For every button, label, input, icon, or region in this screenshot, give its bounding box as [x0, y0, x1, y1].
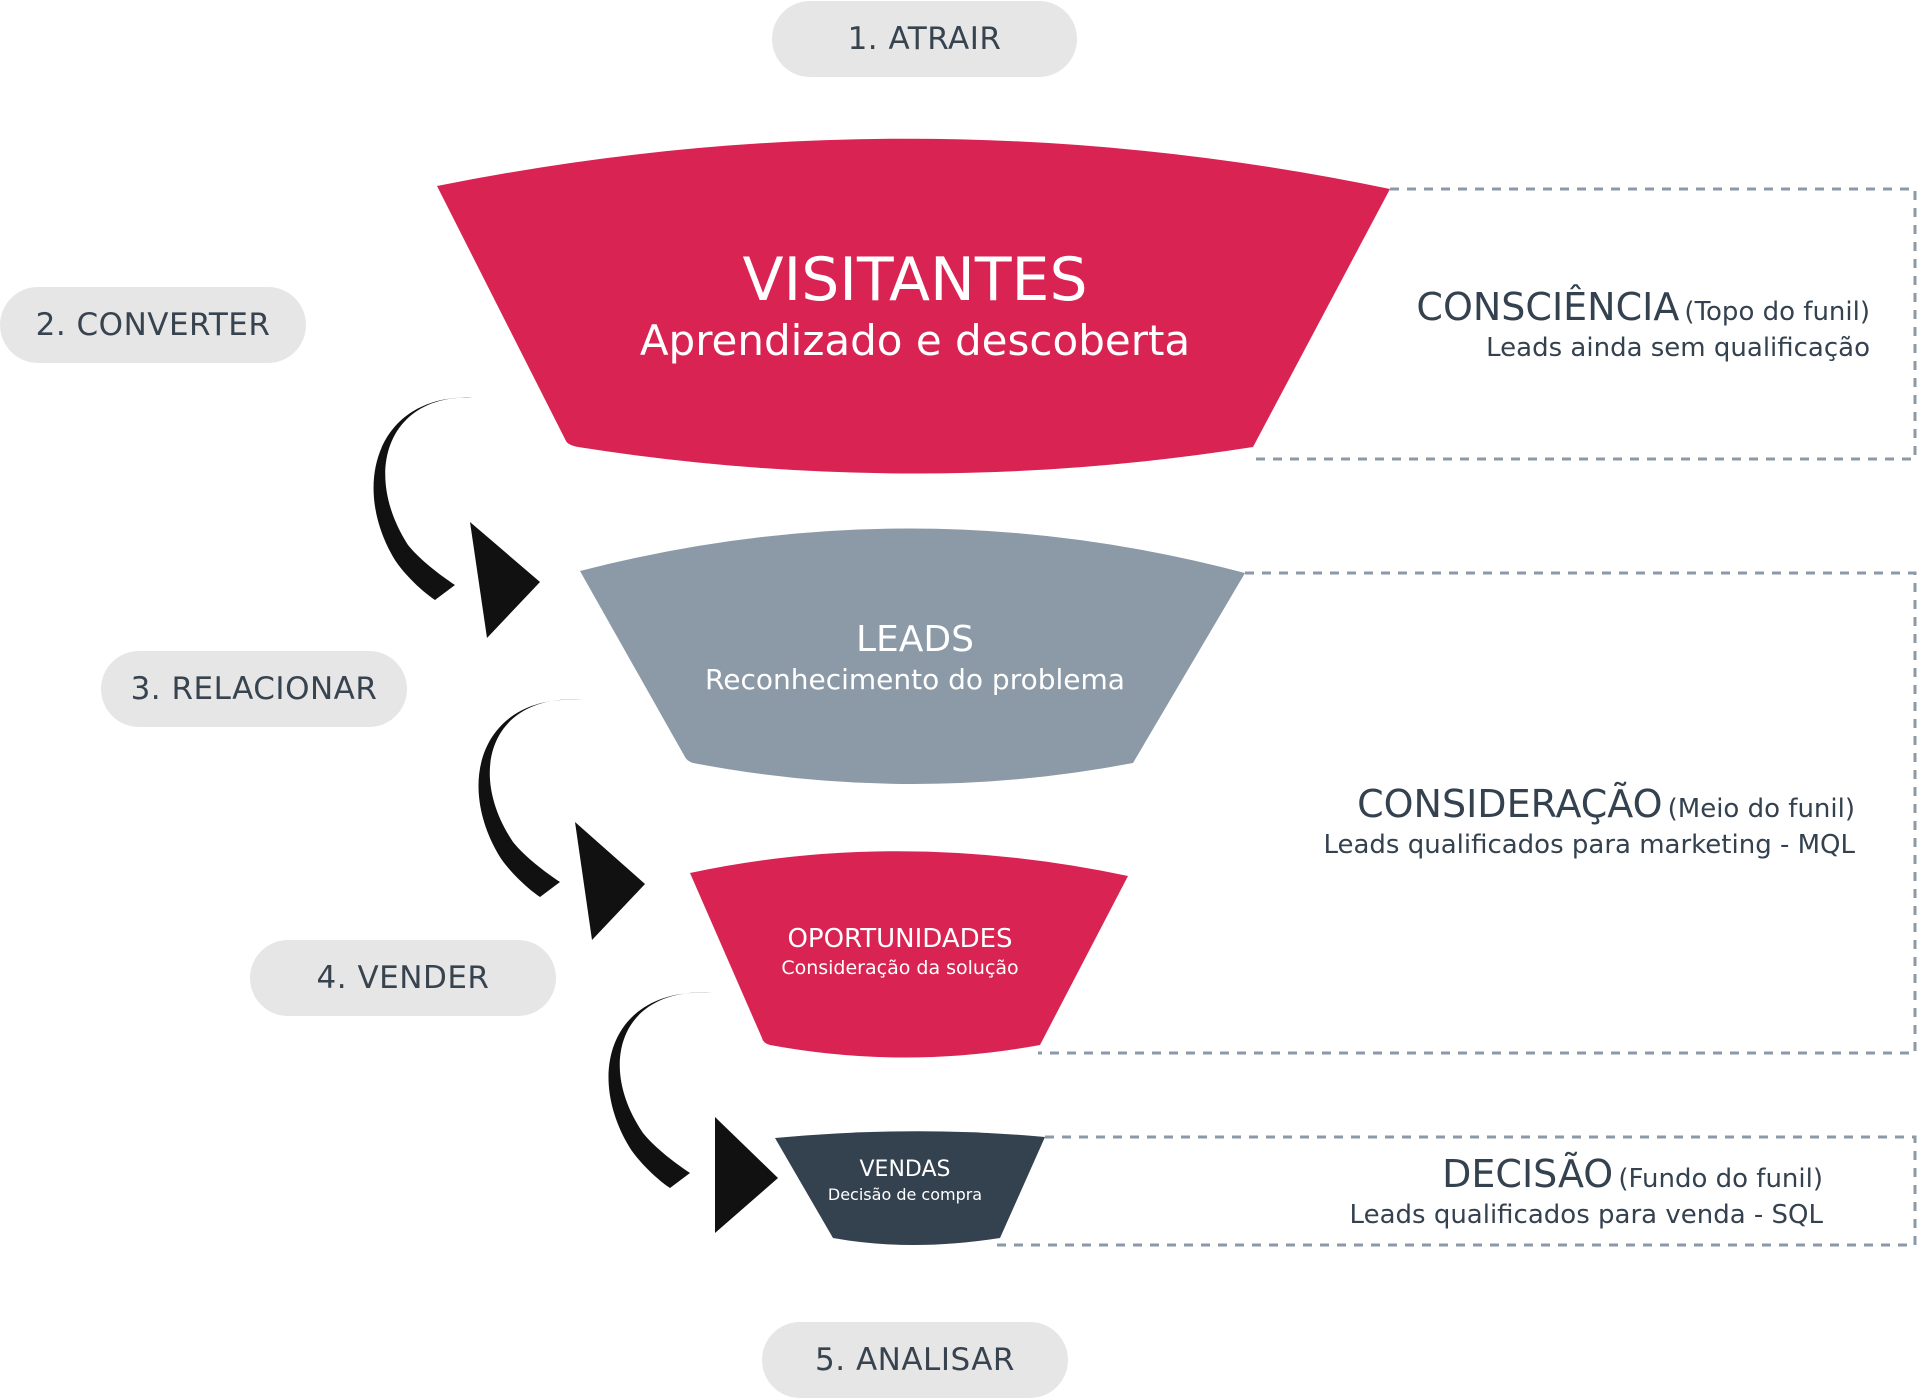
phase-name: CONSCIÊNCIA: [1416, 285, 1680, 329]
funnel-stage-oportunidades: [690, 851, 1128, 1058]
stage-title-vendas: VENDAS Decisão de compra: [800, 1156, 1010, 1206]
stage-title: VISITANTES: [742, 245, 1088, 315]
stage-subtitle: Aprendizado e descoberta: [639, 316, 1191, 365]
phase-consideracao: CONSIDERAÇÃO (Meio do funil) Leads quali…: [1200, 782, 1855, 860]
phase-paren: (Fundo do funil): [1618, 1164, 1823, 1194]
step-pill-relacionar[interactable]: 3. RELACIONAR: [101, 651, 407, 727]
step-pill-vender[interactable]: 4. VENDER: [250, 940, 556, 1016]
phase-paren: (Meio do funil): [1667, 794, 1855, 824]
bracket-consideracao: [1038, 571, 1917, 1055]
arrow-icon-2: [478, 699, 645, 940]
step-pill-analisar[interactable]: 5. ANALISAR: [762, 1322, 1068, 1398]
stage-title-leads: LEADS Reconhecimento do problema: [640, 618, 1190, 698]
phase-decisao: DECISÃO (Fundo do funil) Leads qualifica…: [1290, 1152, 1823, 1230]
step-label: 3. RELACIONAR: [130, 671, 378, 707]
stage-title-visitantes: VISITANTES Aprendizado e descoberta: [560, 245, 1270, 367]
phase-paren: (Topo do funil): [1684, 297, 1870, 327]
bracket-decisao: [990, 1135, 1917, 1247]
funnel-stage-visitantes: [437, 138, 1390, 474]
stage-title: VENDAS: [859, 1157, 951, 1182]
step-label: 1. ATRAIR: [847, 21, 1002, 57]
funnel-stage-vendas: [775, 1131, 1045, 1245]
phase-name: DECISÃO: [1442, 1152, 1614, 1196]
stage-subtitle: Reconhecimento do problema: [705, 663, 1125, 696]
step-label: 2. CONVERTER: [35, 307, 271, 343]
step-label: 4. VENDER: [316, 960, 490, 996]
phase-detail: Leads qualificados para venda - SQL: [1349, 1200, 1823, 1230]
step-pill-converter[interactable]: 2. CONVERTER: [0, 287, 306, 363]
bracket-consciencia: [1248, 187, 1917, 461]
stage-subtitle: Consideração da solução: [781, 957, 1019, 979]
phase-consciencia: CONSCIÊNCIA (Topo do funil) Leads ainda …: [1290, 285, 1870, 363]
arrow-icon-3: [608, 992, 778, 1233]
step-pill-atrair[interactable]: 1. ATRAIR: [772, 1, 1077, 77]
phase-detail: Leads qualificados para marketing - MQL: [1323, 830, 1855, 860]
step-label: 5. ANALISAR: [815, 1342, 1015, 1378]
phase-name: CONSIDERAÇÃO: [1357, 782, 1663, 826]
arrow-icon-1: [373, 397, 540, 638]
funnel-stage-leads: [580, 528, 1245, 784]
phase-detail: Leads ainda sem qualificação: [1486, 333, 1870, 363]
stage-title: OPORTUNIDADES: [787, 924, 1013, 954]
stage-subtitle: Decisão de compra: [827, 1185, 983, 1204]
stage-title-oportunidades: OPORTUNIDADES Consideração da solução: [720, 922, 1080, 980]
stage-title: LEADS: [855, 619, 974, 660]
